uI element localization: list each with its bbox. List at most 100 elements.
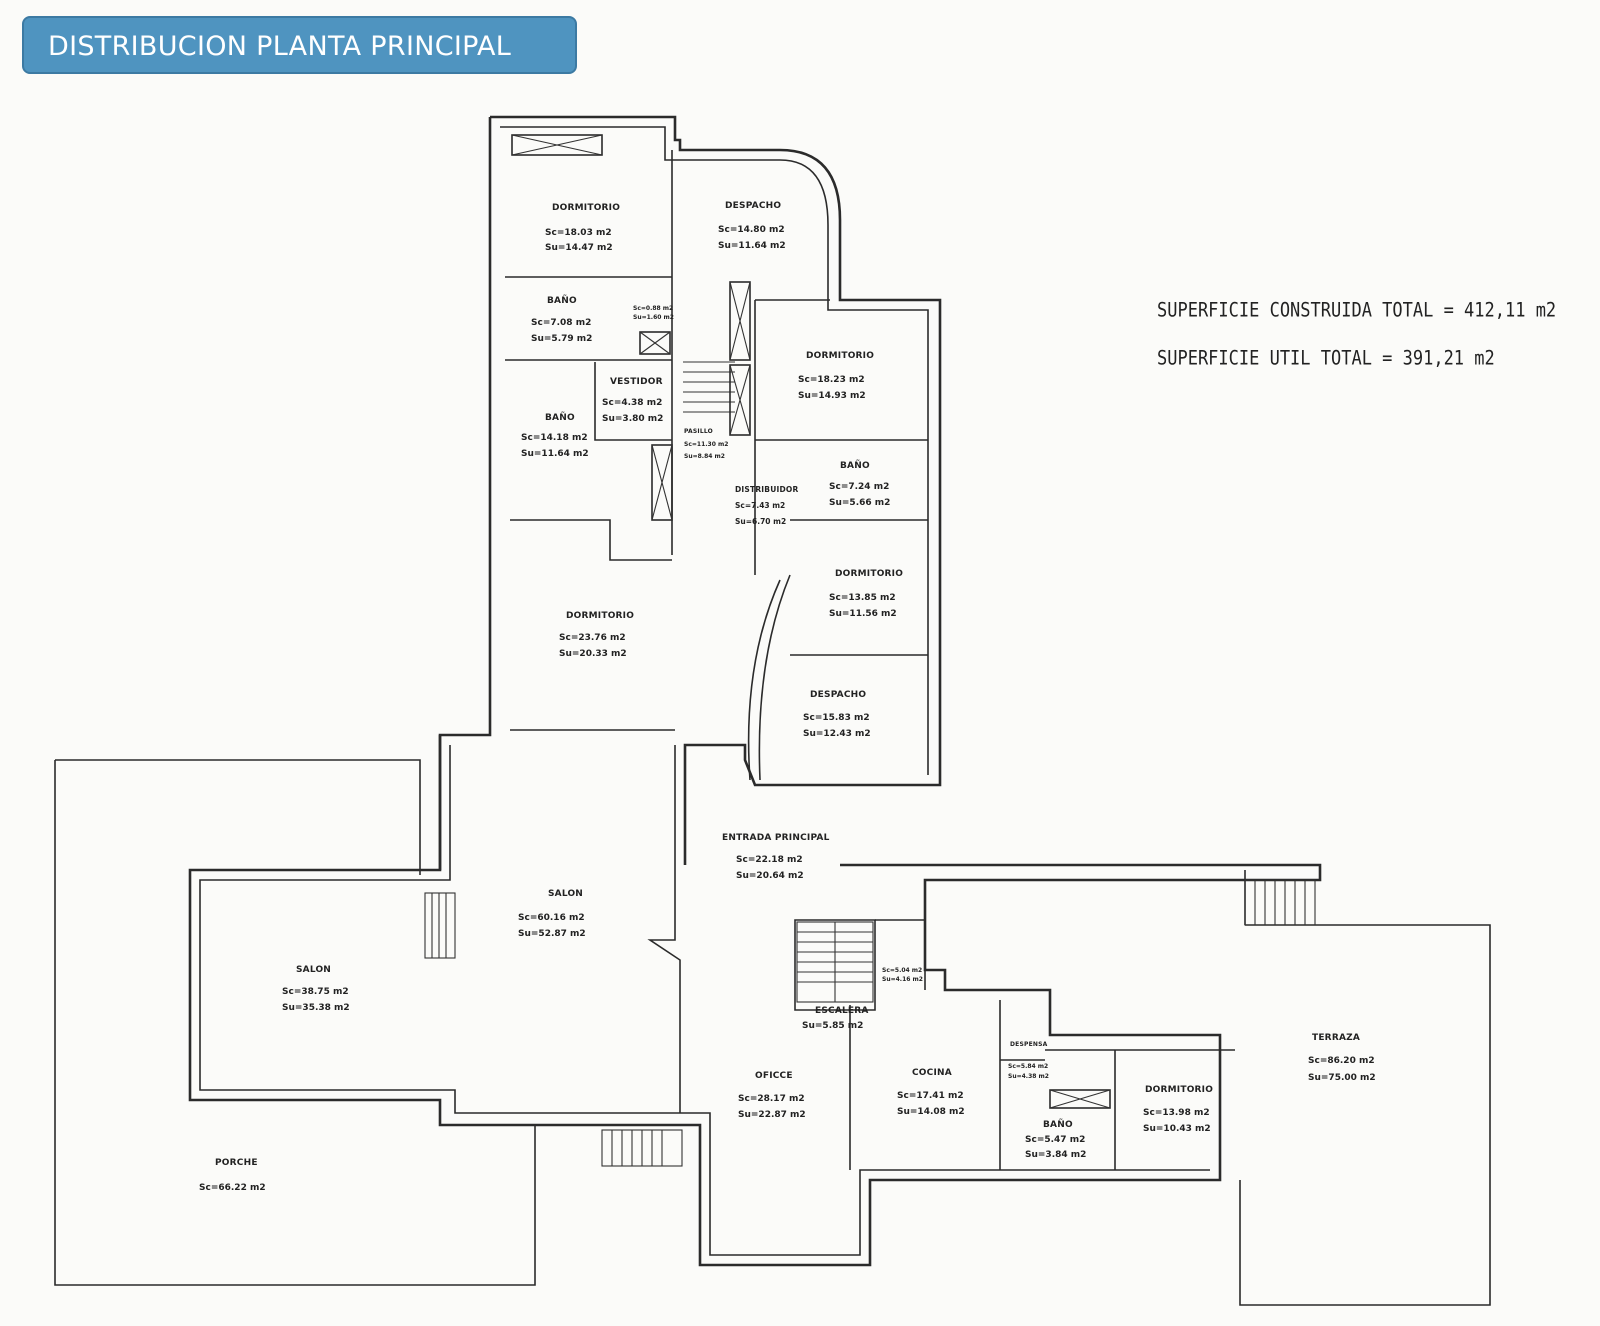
- escalera-steps: [796, 921, 874, 1003]
- curved-wall: [758, 574, 791, 781]
- curved-wall-inner: [747, 579, 781, 781]
- stairs: [424, 361, 1316, 1167]
- room-porche: PORCHE Sc=66.22 m2: [199, 1158, 266, 1193]
- room-name: PORCHE: [215, 1158, 258, 1168]
- west-wing-wall: [438, 117, 492, 870]
- room-name: DORMITORIO: [835, 569, 903, 579]
- total-useful-area: SUPERFICIE UTIL TOTAL = 391,21 m2: [1157, 347, 1495, 370]
- room-dormitorio-1: DORMITORIO Sc=18.03 m2 Su=14.47 m2: [545, 203, 620, 253]
- page-title: DISTRIBUCION PLANTA PRINCIPAL: [48, 31, 512, 62]
- room-dormitorio-4: DORMITORIO Sc=23.76 m2 Su=20.33 m2: [559, 611, 634, 659]
- room-built-area: Sc=14.18 m2: [521, 433, 588, 443]
- room-built-area: Sc=5.47 m2: [1025, 1135, 1085, 1145]
- exterior-walls: [54, 115, 1491, 1306]
- room-useful-area: Su=12.43 m2: [803, 729, 871, 739]
- room-name: ENTRADA PRINCIPAL: [722, 833, 830, 843]
- room-useful-area: Su=20.33 m2: [559, 649, 627, 659]
- room-name: VESTIDOR: [610, 377, 663, 387]
- room-name: DORMITORIO: [552, 203, 620, 213]
- room-built-area: Su=5.85 m2: [802, 1021, 863, 1031]
- north-wing-wall: [490, 115, 942, 865]
- room-name: BAÑO: [545, 412, 575, 423]
- room-aseo: Sc=5.04 m2 Su=4.16 m2: [882, 967, 923, 983]
- room-escalera: ESCALERA Su=5.85 m2: [802, 1006, 869, 1031]
- room-name: DORMITORIO: [1145, 1085, 1213, 1095]
- room-name: PASILLO: [684, 428, 713, 435]
- room-useful-area: Su=3.84 m2: [1025, 1150, 1086, 1160]
- room-useful-area: Su=14.93 m2: [798, 391, 866, 401]
- room-built-area: Sc=60.16 m2: [518, 913, 585, 923]
- room-cocina: COCINA Sc=17.41 m2 Su=14.08 m2: [897, 1068, 965, 1117]
- room-pasillo-2: PASILLO Sc=11.30 m2 Su=8.84 m2: [684, 428, 728, 460]
- terraza-boundary: [1239, 924, 1491, 1306]
- room-name: TERRAZA: [1312, 1033, 1360, 1043]
- porche-top-boundary: [55, 759, 421, 875]
- room-name: DISTRIBUIDOR: [735, 485, 798, 494]
- room-built-area: Sc=38.75 m2: [282, 987, 349, 997]
- room-built-area: Sc=17.41 m2: [897, 1091, 964, 1101]
- wall-bath2-dorm4: [510, 519, 672, 561]
- room-useful-area: Su=52.87 m2: [518, 929, 586, 939]
- room-built-area: Sc=11.30 m2: [684, 441, 728, 448]
- room-useful-area: Su=10.43 m2: [1143, 1124, 1211, 1134]
- room-built-area: Sc=13.98 m2: [1143, 1108, 1210, 1118]
- room-useful-area: Su=22.87 m2: [738, 1110, 806, 1120]
- room-bano-3: BAÑO Sc=7.24 m2 Su=5.66 m2: [829, 460, 890, 508]
- room-name: ESCALERA: [815, 1006, 869, 1016]
- room-name: DESPACHO: [725, 201, 781, 211]
- room-built-area: Sc=15.83 m2: [803, 713, 870, 723]
- room-built-area: Sc=22.18 m2: [736, 855, 803, 865]
- room-useful-area: Su=4.16 m2: [882, 976, 923, 983]
- room-entrada-principal: ENTRADA PRINCIPAL Sc=22.18 m2 Su=20.64 m…: [722, 833, 830, 881]
- room-useful-area: Su=11.64 m2: [718, 241, 786, 251]
- room-name: DORMITORIO: [806, 351, 874, 361]
- room-built-area: Sc=13.85 m2: [829, 593, 896, 603]
- room-useful-area: Su=11.64 m2: [521, 449, 589, 459]
- room-pasillo-1: Sc=0.88 m2 Su=1.60 m2: [633, 305, 674, 321]
- room-vestidor: VESTIDOR Sc=4.38 m2 Su=3.80 m2: [602, 377, 663, 424]
- room-built-area: Sc=0.88 m2: [633, 305, 673, 312]
- title-banner: DISTRIBUCION PLANTA PRINCIPAL: [22, 16, 577, 74]
- room-office: OFICCE Sc=28.17 m2 Su=22.87 m2: [738, 1071, 806, 1120]
- room-built-area: Sc=23.76 m2: [559, 633, 626, 643]
- terraza-steps: [1244, 879, 1316, 926]
- salon-steps: [424, 892, 456, 959]
- porche-steps: [601, 1129, 683, 1167]
- room-built-area: Sc=28.17 m2: [738, 1094, 805, 1104]
- room-built-area: Sc=66.22 m2: [199, 1183, 266, 1193]
- room-bano-1: BAÑO Sc=7.08 m2 Su=5.79 m2: [531, 295, 592, 344]
- room-useful-area: Su=35.38 m2: [282, 1003, 350, 1013]
- north-wing-inner-wall: [500, 126, 929, 775]
- room-name: OFICCE: [755, 1071, 793, 1081]
- porche-boundary: [54, 760, 536, 1286]
- room-bano-4: BAÑO Sc=5.47 m2 Su=3.84 m2: [1025, 1119, 1086, 1160]
- room-built-area: Sc=18.23 m2: [798, 375, 865, 385]
- room-salon-2: SALON Sc=38.75 m2 Su=35.38 m2: [282, 965, 350, 1013]
- room-name: DESPENSA: [1010, 1041, 1048, 1048]
- main-body-wall: [188, 735, 1322, 1267]
- room-useful-area: Su=11.56 m2: [829, 609, 897, 619]
- room-bano-2: BAÑO Sc=14.18 m2 Su=11.64 m2: [521, 412, 589, 459]
- room-built-area: Sc=14.80 m2: [718, 225, 785, 235]
- room-name: BAÑO: [1043, 1119, 1073, 1130]
- room-dormitorio-5: DORMITORIO Sc=13.98 m2 Su=10.43 m2: [1143, 1085, 1213, 1134]
- salon-entrada-partition: [647, 745, 681, 1113]
- room-name: DESPACHO: [810, 690, 866, 700]
- room-useful-area: Su=5.66 m2: [829, 498, 890, 508]
- total-built-area: SUPERFICIE CONSTRUIDA TOTAL = 412,11 m2: [1157, 299, 1557, 322]
- room-built-area: Sc=5.84 m2: [1008, 1063, 1048, 1070]
- room-distribuidor: DISTRIBUIDOR Sc=7.43 m2 Su=6.70 m2: [735, 485, 798, 526]
- room-despacho-1: DESPACHO Sc=14.80 m2 Su=11.64 m2: [718, 201, 786, 251]
- room-name: SALON: [548, 889, 583, 899]
- room-useful-area: Su=14.08 m2: [897, 1107, 965, 1117]
- room-useful-area: Su=75.00 m2: [1308, 1073, 1376, 1083]
- room-dormitorio-3: DORMITORIO Sc=13.85 m2 Su=11.56 m2: [829, 569, 903, 619]
- room-dormitorio-2: DORMITORIO Sc=18.23 m2 Su=14.93 m2: [798, 351, 874, 401]
- aseo-box: [875, 919, 926, 990]
- room-built-area: Sc=18.03 m2: [545, 228, 612, 238]
- room-name: COCINA: [912, 1068, 952, 1078]
- room-useful-area: Su=3.80 m2: [602, 414, 663, 424]
- main-body-inner-wall: [199, 745, 1210, 1256]
